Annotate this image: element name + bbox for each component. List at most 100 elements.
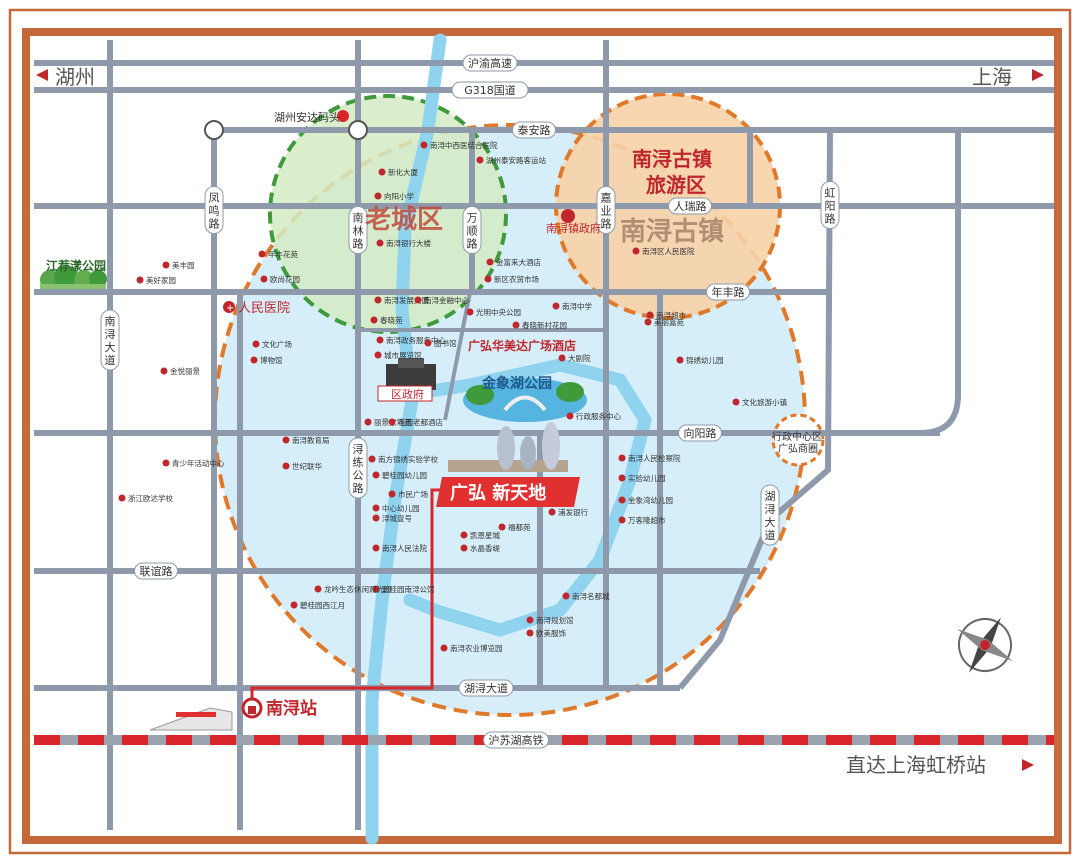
poi-label: 春晓新村花园 (522, 320, 567, 330)
landmark-hotel: 广弘华美达广场酒店 (468, 338, 576, 353)
poi-label: 南浔发展大厦 (384, 295, 429, 305)
poi-marker: 南浔人民检察院 (618, 453, 681, 463)
road-label-text: 联谊路 (140, 564, 173, 578)
poi-label: 大剧院 (568, 353, 591, 363)
poi-marker: 欧美服饰 (526, 628, 566, 638)
poi-label: 南浔中西医结合医院 (430, 140, 498, 150)
poi-layer: 南浔中西医结合医院湖州泰安路客运站新化大厦向阳小学南浔银行大楼年丰花苑欧尚花园美… (118, 140, 787, 653)
dock-east-node (348, 120, 368, 140)
poi-marker: 美好家园 (136, 275, 176, 285)
poi-label: 浦发银行 (558, 507, 588, 517)
road-label-huxun_avenue: 湖浔大道 (458, 679, 514, 697)
poi-marker: 浦发银行 (548, 507, 588, 517)
poi-marker: 花园老都酒店 (388, 417, 443, 427)
poi-label: 龙吟生态休闲观光园 (324, 584, 392, 594)
road-label-lianyi: 联谊路 (134, 562, 178, 580)
poi-label: 凯恩星城 (470, 530, 500, 540)
admin-center-zone (771, 413, 825, 467)
poi-label: 碧桂园幼儿园 (382, 470, 427, 480)
poi-marker: 浙江欧达学校 (118, 493, 173, 503)
poi-marker: 实验幼儿园 (618, 473, 666, 483)
poi-label: 水晶香缇 (470, 543, 500, 553)
hospital-marker: + (223, 301, 235, 314)
road-label-text: 虹阳路 (825, 187, 836, 226)
poi-marker: 金象湾幼儿园 (618, 495, 673, 505)
poi-label: 南浔名都城 (572, 591, 610, 601)
edge-label-direct: 直达上海虹桥站 (846, 753, 986, 777)
poi-label: 行政服务中心 (576, 411, 621, 421)
poi-marker: 南方锦绣实验学校 (368, 454, 438, 464)
poi-marker: 金悦丽景 (160, 366, 200, 376)
poi-label: 新区农贸市场 (494, 274, 539, 284)
project-label-box (436, 477, 580, 507)
poi-marker: 南浔金融中心 (414, 295, 469, 305)
road-label-text: 万顺路 (467, 212, 478, 251)
road-label-fengming: 凤鸣路 (204, 186, 224, 234)
poi-marker: 欧尚花园 (260, 274, 300, 284)
poi-label: 文化广场 (262, 339, 292, 349)
poi-marker: 南浔政务服务中心 (376, 335, 446, 345)
train-icon (149, 707, 233, 731)
poi-marker: 光明中央公园 (466, 307, 521, 317)
poi-label: 文化旅游小镇 (742, 397, 787, 407)
road-label-text: 向阳路 (684, 426, 717, 440)
landmark-station: 南浔站 (266, 698, 317, 719)
poi-marker: 万客隆超市 (618, 515, 666, 525)
poi-marker: 碧桂园南浔公馆 (372, 584, 435, 594)
project-route (250, 488, 440, 700)
poi-marker: 金富来大酒店 (486, 257, 541, 267)
poi-marker: 南浔教育局 (282, 435, 330, 445)
zone-label-admin-1: 行政中心区 (772, 430, 822, 443)
dock-west-node (204, 120, 224, 140)
poi-label: 欧美服饰 (536, 628, 566, 638)
poi-marker: 美丰园 (162, 260, 195, 270)
old-city-zone (268, 94, 508, 334)
edge-label-huzhou: 湖州 (55, 65, 95, 89)
poi-marker: 南浔银行大楼 (376, 238, 431, 248)
poi-marker: 市民广场 (388, 489, 428, 499)
shanghai-arrow: 上海 (972, 65, 1044, 89)
poi-label: 金富来大酒店 (496, 257, 541, 267)
road-label-taian: 泰安路 (512, 121, 556, 139)
poi-marker: 青少年活动中心 (162, 458, 225, 468)
poi-marker: 向阳小学 (374, 191, 414, 201)
poi-label: 南浔规划馆 (536, 615, 574, 625)
poi-marker: 龙吟生态休闲观光园 (314, 584, 392, 594)
road-label-nianfeng: 年丰路 (706, 283, 750, 301)
road-label-text: 年丰路 (712, 285, 745, 299)
poi-label: 年丰花苑 (268, 249, 298, 259)
zone-label-admin-2: 广弘商圈 (778, 442, 818, 455)
poi-marker: 新区农贸市场 (484, 274, 539, 284)
district-gov-building (377, 358, 436, 402)
road-label-g318: G318国道 (451, 81, 529, 99)
station-logo-icon (241, 697, 263, 719)
poi-label: 浔城壹号 (382, 513, 412, 523)
road-labels: 沪渝高速G318国道泰安路人瑞路年丰路向阳路联谊路湖浔大道沪苏湖高铁凤鸣路南林路… (100, 54, 840, 749)
poi-label: 锦绣幼儿园 (686, 355, 724, 365)
poi-label: 南浔政务服务中心 (386, 335, 446, 345)
road-label-xiangyang: 向阳路 (678, 424, 722, 442)
poi-label: 金悦丽景 (170, 366, 200, 376)
poi-marker: 文化旅游小镇 (732, 397, 787, 407)
poi-marker: 中心幼儿园 (372, 503, 420, 513)
poi-label: 南浔中学 (562, 301, 592, 311)
poi-label: 中心幼儿园 (382, 503, 420, 513)
town-gov-icon (561, 209, 575, 223)
poi-marker: 博物馆 (250, 355, 283, 365)
vertical-roads (107, 40, 753, 830)
poi-label: 南方锦绣实验学校 (378, 454, 438, 464)
poi-marker: 凯恩星城 (460, 530, 500, 540)
dock-icon (337, 110, 349, 122)
road-label-hurong: 沪渝高速 (462, 54, 518, 72)
poi-label: 南浔人民检察院 (628, 453, 681, 463)
poi-label: 美好家园 (146, 275, 176, 285)
poi-marker: 锦绣幼儿园 (676, 355, 724, 365)
poi-label: 湖州泰安路客运站 (486, 155, 546, 165)
landmark-hospital: 人民医院 (238, 301, 290, 316)
landmark-park-jiang: 江荐漾公园 (46, 258, 106, 273)
poi-marker: 美丽嘉苑 (644, 317, 684, 327)
poi-label: 青少年活动中心 (172, 458, 225, 468)
poi-label: 南浔农业博览园 (450, 643, 503, 653)
poi-label: 城市展览馆 (384, 350, 422, 360)
road-label-text: 嘉业路 (601, 191, 612, 231)
